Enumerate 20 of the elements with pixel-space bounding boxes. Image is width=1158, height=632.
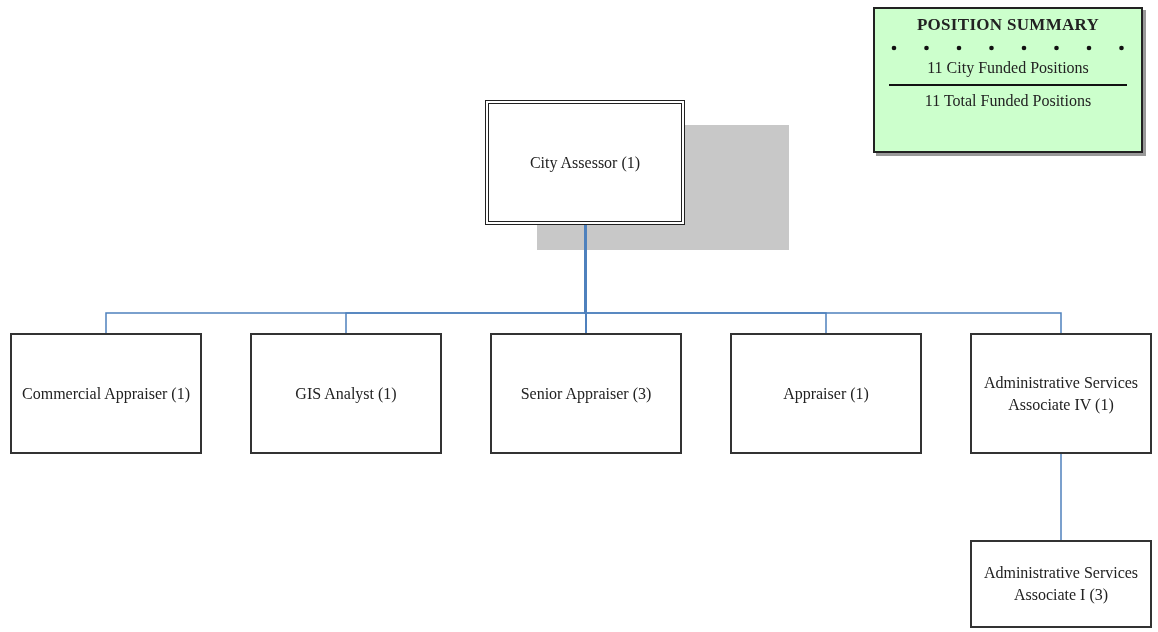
position-box [10, 333, 202, 454]
position-title: Administrative Services Associate I (3) [982, 563, 1140, 606]
head-position-box [485, 100, 685, 225]
position-box [250, 333, 442, 454]
position-count: 11 City Funded Positions [927, 58, 1089, 79]
connector-line [1060, 453, 1062, 541]
connector-line [585, 224, 587, 334]
position-title: GIS Analyst (1) [295, 383, 397, 405]
position-box [490, 333, 682, 454]
position-box [730, 333, 922, 454]
position-title: Senior Appraiser (3) [520, 383, 652, 405]
position-total: 11 Total Funded Positions [924, 91, 1092, 111]
panel-heading: POSITION SUMMARY [916, 15, 1100, 35]
position-title: Commercial Appraiser (1) [22, 383, 190, 405]
summary-panel [873, 7, 1143, 153]
position-title: Administrative Services Associate IV (1) [982, 372, 1140, 416]
position-box [970, 540, 1152, 628]
position-box [970, 333, 1152, 454]
position-title: City Assessor (1) [529, 152, 641, 174]
position-title: Appraiser (1) [783, 383, 869, 405]
